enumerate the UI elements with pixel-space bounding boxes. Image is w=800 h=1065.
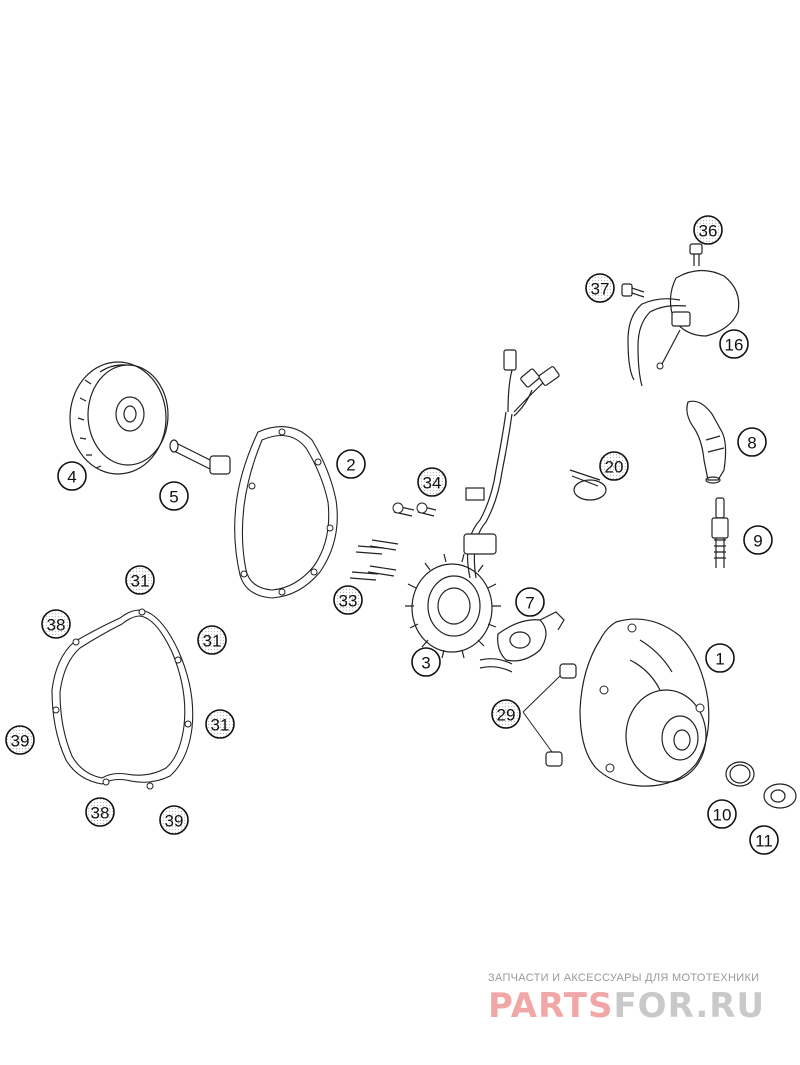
svg-text:39: 39	[165, 812, 184, 831]
callout-4: 4	[57, 461, 87, 491]
svg-text:1: 1	[715, 650, 724, 669]
svg-text:16: 16	[725, 336, 744, 355]
watermark-logo-part1: PARTS	[488, 986, 614, 1026]
svg-text:20: 20	[605, 458, 624, 477]
svg-text:5: 5	[169, 488, 178, 507]
svg-text:4: 4	[67, 468, 76, 487]
callout-11: 11	[749, 825, 779, 855]
svg-text:3: 3	[421, 654, 430, 673]
watermark: ЗАПЧАСТИ И АКСЕССУАРЫ ДЛЯ МОТОТЕХНИКИ PA…	[488, 972, 788, 1026]
callout-9: 9	[743, 525, 773, 555]
watermark-logo: PARTSFOR.RU	[488, 986, 788, 1026]
o-ring	[725, 761, 755, 787]
callout-33: 33	[333, 585, 363, 615]
callout-16: 16	[719, 329, 749, 359]
callout-5: 5	[159, 481, 189, 511]
callout-36: 36	[693, 215, 723, 245]
callout-39-bottom: 39	[159, 805, 189, 835]
lower-gasket	[51, 608, 194, 790]
svg-text:34: 34	[423, 474, 442, 493]
svg-text:37: 37	[591, 280, 610, 299]
cable-holder	[479, 611, 565, 673]
callout-31-top: 31	[125, 565, 155, 595]
callout-38-top: 38	[41, 609, 71, 639]
svg-text:2: 2	[346, 456, 355, 475]
callout-34: 34	[417, 467, 447, 497]
callout-31-right-lower: 31	[205, 709, 235, 739]
callout-31-right-upper: 31	[197, 625, 227, 655]
screw-plug	[763, 783, 797, 809]
ignition-cover	[579, 618, 710, 787]
svg-text:31: 31	[203, 632, 222, 651]
svg-text:31: 31	[211, 716, 230, 735]
callout-20: 20	[599, 451, 629, 481]
spark-plug-connector	[686, 400, 727, 484]
svg-text:38: 38	[47, 616, 66, 635]
svg-text:39: 39	[11, 732, 30, 751]
svg-text:33: 33	[339, 592, 358, 611]
svg-text:7: 7	[525, 594, 534, 613]
callout-8: 8	[737, 427, 767, 457]
leader-lines	[522, 675, 561, 753]
cover-gasket	[234, 426, 338, 599]
coil-bolts	[621, 243, 703, 298]
svg-text:29: 29	[497, 706, 516, 725]
callout-2: 2	[336, 449, 366, 479]
callout-37: 37	[585, 273, 615, 303]
stator-screws	[349, 502, 437, 581]
svg-text:10: 10	[713, 806, 732, 825]
spark-plug	[711, 497, 729, 568]
callout-38-bottom: 38	[85, 797, 115, 827]
svg-text:8: 8	[747, 434, 756, 453]
svg-text:11: 11	[755, 832, 773, 851]
dowel-sleeves	[545, 663, 577, 767]
cable-tie	[569, 469, 607, 501]
callout-7: 7	[515, 587, 545, 617]
svg-text:36: 36	[699, 222, 718, 241]
callout-10: 10	[707, 799, 737, 829]
flywheel-rotor	[69, 361, 169, 475]
svg-text:31: 31	[131, 572, 150, 591]
watermark-logo-part2: FOR.RU	[613, 986, 766, 1026]
callout-39-left: 39	[5, 725, 35, 755]
callout-1: 1	[705, 643, 735, 673]
callout-29: 29	[491, 699, 521, 729]
callout-3: 3	[411, 647, 441, 677]
callout-labels: 1 2 3 4 5 7 8 9 10 11 16 20 29 31 31 31 …	[5, 215, 779, 855]
stator	[405, 349, 560, 659]
watermark-tagline: ЗАПЧАСТИ И АКСЕССУАРЫ ДЛЯ МОТОТЕХНИКИ	[488, 972, 760, 984]
ignition-coil	[627, 269, 740, 387]
rotor-bolt	[169, 439, 231, 475]
svg-text:38: 38	[91, 804, 110, 823]
svg-text:9: 9	[753, 532, 762, 551]
